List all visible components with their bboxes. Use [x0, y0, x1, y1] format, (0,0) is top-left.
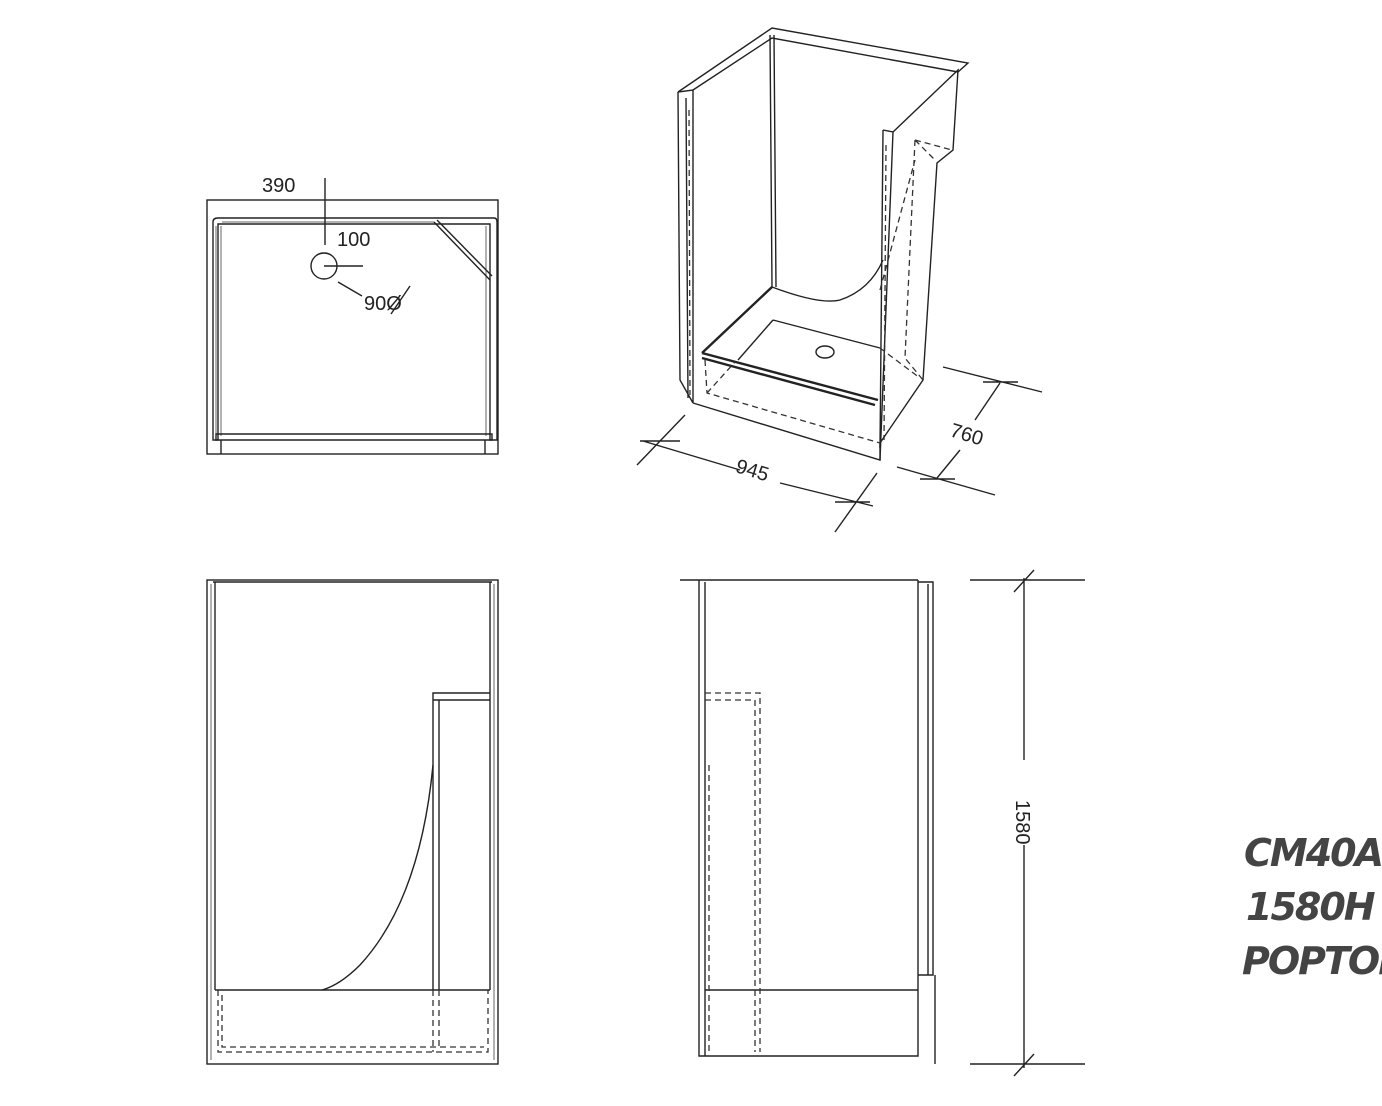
side-elevation: 1580 — [680, 569, 1085, 1077]
front-elevation — [206, 579, 499, 1065]
model-height: 1580H — [1246, 885, 1375, 929]
model-type: POPTOP — [1242, 939, 1382, 983]
drain-hole — [815, 345, 835, 359]
dim-100: 100 — [337, 229, 370, 251]
dim-390: 390 — [262, 175, 295, 197]
dim-945: 945 — [733, 456, 771, 487]
isometric-view: 945 760 — [636, 27, 1043, 533]
model-code: CM40A — [1244, 831, 1382, 875]
plan-view: 390 100 90Ø — [206, 175, 499, 455]
dim-90-diameter: 90Ø — [364, 293, 402, 315]
dim-760: 760 — [947, 420, 985, 451]
dim-1580: 1580 — [1011, 800, 1033, 845]
model-label: CM40A 1580H POPTOP — [1242, 831, 1382, 983]
